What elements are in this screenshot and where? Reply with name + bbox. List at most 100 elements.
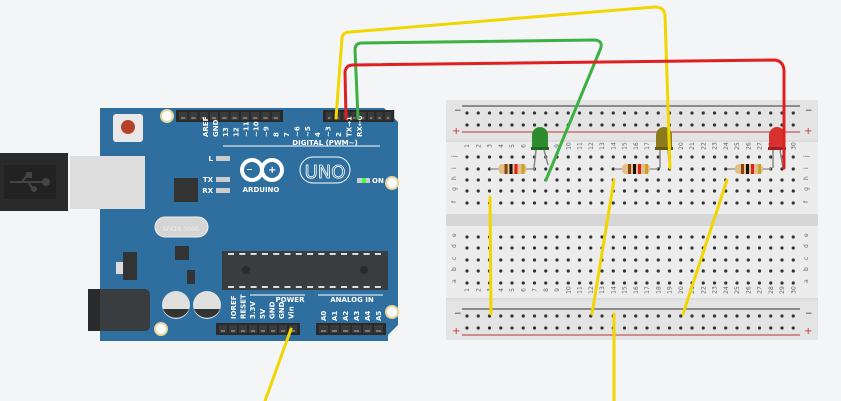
breadboard-hole[interactable] [577, 235, 582, 239]
breadboard-hole[interactable] [510, 246, 514, 250]
breadboard-hole[interactable] [679, 326, 683, 330]
breadboard-hole[interactable] [521, 314, 525, 318]
breadboard-hole[interactable] [780, 258, 784, 262]
breadboard-hole[interactable] [780, 201, 784, 205]
breadboard-hole[interactable] [656, 269, 660, 273]
breadboard-hole[interactable] [757, 235, 762, 239]
breadboard-hole[interactable] [465, 155, 469, 159]
breadboard-hole[interactable] [724, 235, 728, 239]
breadboard-hole[interactable] [746, 326, 750, 330]
breadboard-hole[interactable] [724, 201, 728, 205]
breadboard-hole[interactable] [690, 258, 694, 262]
breadboard-hole[interactable] [746, 178, 750, 182]
breadboard-hole[interactable] [656, 314, 660, 318]
breadboard-hole[interactable] [544, 281, 548, 285]
header-pin[interactable] [251, 112, 260, 120]
breadboard-hole[interactable] [544, 269, 548, 273]
breadboard-hole[interactable] [735, 155, 739, 159]
breadboard-hole[interactable] [566, 269, 570, 273]
breadboard-hole[interactable] [667, 314, 672, 318]
breadboard-hole[interactable] [555, 258, 559, 262]
wire-yellow-res1-gnd[interactable] [488, 195, 493, 316]
breadboard-hole[interactable] [679, 258, 683, 262]
breadboard-hole[interactable] [769, 314, 773, 318]
breadboard-hole[interactable] [746, 314, 750, 318]
breadboard-hole[interactable] [555, 326, 559, 330]
breadboard-hole[interactable] [476, 155, 480, 159]
breadboard-hole[interactable] [521, 326, 525, 330]
breadboard-hole[interactable] [622, 281, 627, 285]
breadboard-hole[interactable] [791, 123, 795, 127]
breadboard-hole[interactable] [679, 201, 683, 205]
breadboard-hole[interactable] [645, 326, 649, 330]
breadboard-hole[interactable] [724, 155, 728, 159]
breadboard-hole[interactable] [746, 111, 750, 115]
breadboard-hole[interactable] [757, 326, 762, 330]
breadboard-hole[interactable] [532, 178, 537, 182]
breadboard-hole[interactable] [769, 246, 773, 250]
breadboard-hole[interactable] [757, 314, 762, 318]
breadboard-hole[interactable] [656, 111, 660, 115]
breadboard-hole[interactable] [465, 167, 469, 171]
breadboard-hole[interactable] [690, 314, 694, 318]
breadboard-hole[interactable] [622, 246, 627, 250]
breadboard-hole[interactable] [622, 326, 627, 330]
header-pin[interactable] [351, 112, 358, 120]
breadboard-hole[interactable] [544, 111, 548, 115]
breadboard-hole[interactable] [690, 167, 694, 171]
breadboard-hole[interactable] [532, 281, 537, 285]
breadboard-hole[interactable] [645, 201, 649, 205]
breadboard-hole[interactable] [555, 235, 559, 239]
breadboard-hole[interactable] [746, 123, 750, 127]
breadboard-hole[interactable] [746, 281, 750, 285]
breadboard-hole[interactable] [735, 201, 739, 205]
breadboard-hole[interactable] [555, 269, 559, 273]
breadboard-hole[interactable] [487, 178, 492, 182]
breadboard-hole[interactable] [780, 235, 784, 239]
breadboard-hole[interactable] [566, 178, 570, 182]
breadboard-hole[interactable] [656, 258, 660, 262]
breadboard-hole[interactable] [577, 189, 582, 193]
breadboard-hole[interactable] [712, 167, 717, 171]
breadboard-hole[interactable] [510, 201, 514, 205]
breadboard-hole[interactable] [701, 314, 705, 318]
breadboard-hole[interactable] [544, 235, 548, 239]
breadboard-hole[interactable] [510, 111, 514, 115]
header-pin[interactable] [240, 112, 250, 120]
breadboard-hole[interactable] [690, 326, 694, 330]
breadboard-hole[interactable] [566, 189, 570, 193]
header-pin[interactable] [271, 112, 280, 120]
breadboard-hole[interactable] [780, 281, 784, 285]
breadboard-hole[interactable] [589, 246, 593, 250]
breadboard-hole[interactable] [712, 326, 717, 330]
breadboard-hole[interactable] [544, 167, 548, 171]
breadboard-hole[interactable] [611, 258, 615, 262]
breadboard-hole[interactable] [690, 235, 694, 239]
breadboard-hole[interactable] [544, 123, 548, 127]
breadboard-hole[interactable] [499, 314, 503, 318]
breadboard-hole[interactable] [611, 269, 615, 273]
breadboard-hole[interactable] [532, 235, 537, 239]
breadboard-hole[interactable] [577, 155, 582, 159]
breadboard-hole[interactable] [622, 258, 627, 262]
breadboard-hole[interactable] [566, 111, 570, 115]
breadboard-hole[interactable] [600, 314, 604, 318]
header-pin[interactable] [259, 325, 267, 333]
breadboard-hole[interactable] [532, 123, 537, 127]
header-pin[interactable] [341, 325, 350, 333]
breadboard-hole[interactable] [499, 269, 503, 273]
breadboard-hole[interactable] [555, 314, 559, 318]
breadboard-hole[interactable] [712, 314, 717, 318]
breadboard-hole[interactable] [521, 155, 525, 159]
breadboard-hole[interactable] [656, 189, 660, 193]
breadboard-hole[interactable] [735, 111, 739, 115]
digital-header-low[interactable] [176, 110, 283, 122]
breadboard-hole[interactable] [487, 123, 492, 127]
breadboard-hole[interactable] [634, 189, 638, 193]
breadboard-hole[interactable] [757, 258, 762, 262]
header-pin[interactable] [352, 325, 361, 333]
breadboard-hole[interactable] [487, 189, 492, 193]
breadboard-hole[interactable] [780, 189, 784, 193]
breadboard-hole[interactable] [724, 258, 728, 262]
breadboard-hole[interactable] [577, 111, 582, 115]
